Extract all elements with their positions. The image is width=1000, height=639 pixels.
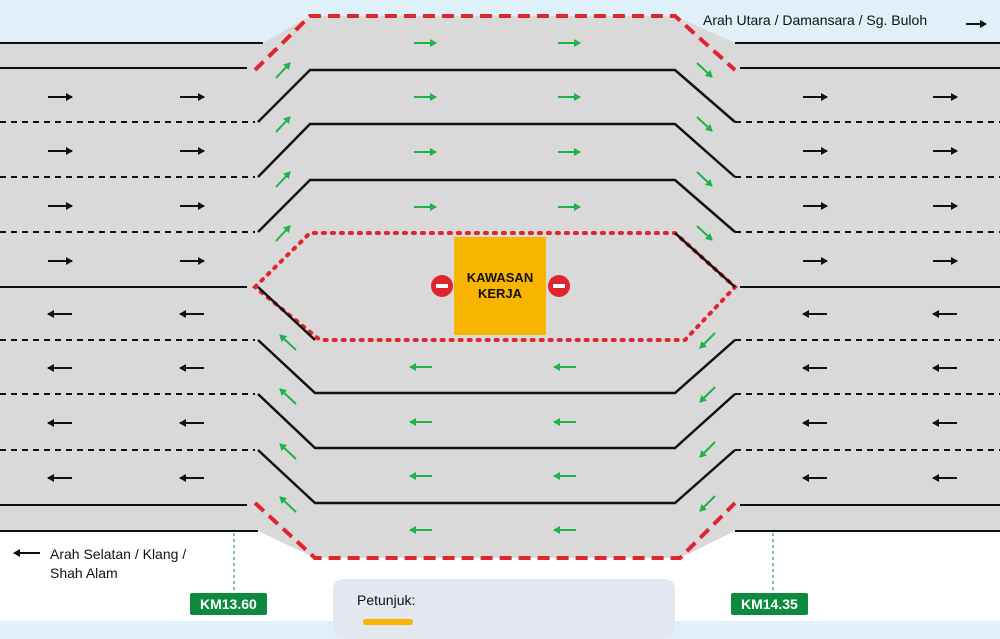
traffic-arrows-right (802, 93, 958, 482)
legend-swatch (363, 619, 413, 625)
no-entry-icon (431, 275, 453, 297)
work-zone-line2: KERJA (477, 286, 523, 301)
lane-dashed-left (0, 121, 255, 451)
diverted-lane-lines (257, 68, 736, 505)
work-zone-sign: KAWASAN KERJA (454, 237, 546, 335)
legend-title: Petunjuk: (357, 592, 416, 608)
lane-lines-left (0, 42, 263, 532)
km-marker-right: KM14.35 (731, 593, 808, 615)
direction-north-label: Arah Utara / Damansara / Sg. Buloh (703, 12, 928, 28)
legend-box: Petunjuk: (333, 579, 675, 639)
diverted-arrows-exit (696, 62, 716, 512)
km-marker-left: KM13.60 (190, 593, 267, 615)
lane-dashed-right (735, 121, 1000, 451)
direction-south-line2: Shah Alam (50, 565, 118, 581)
diverted-arrows-center (409, 39, 581, 534)
direction-south-line1: Arah Selatan / Klang / (50, 546, 187, 562)
no-entry-icon (548, 275, 570, 297)
traffic-arrows-left (47, 93, 205, 482)
diverted-arrows-entry (275, 62, 297, 513)
work-zone-line1: KAWASAN (466, 270, 534, 285)
lane-lines-right (735, 42, 1000, 532)
barrier-bottom (253, 501, 737, 560)
direction-south-label: Arah Selatan / Klang / Shah Alam (12, 545, 186, 583)
barrier-top (253, 14, 737, 72)
